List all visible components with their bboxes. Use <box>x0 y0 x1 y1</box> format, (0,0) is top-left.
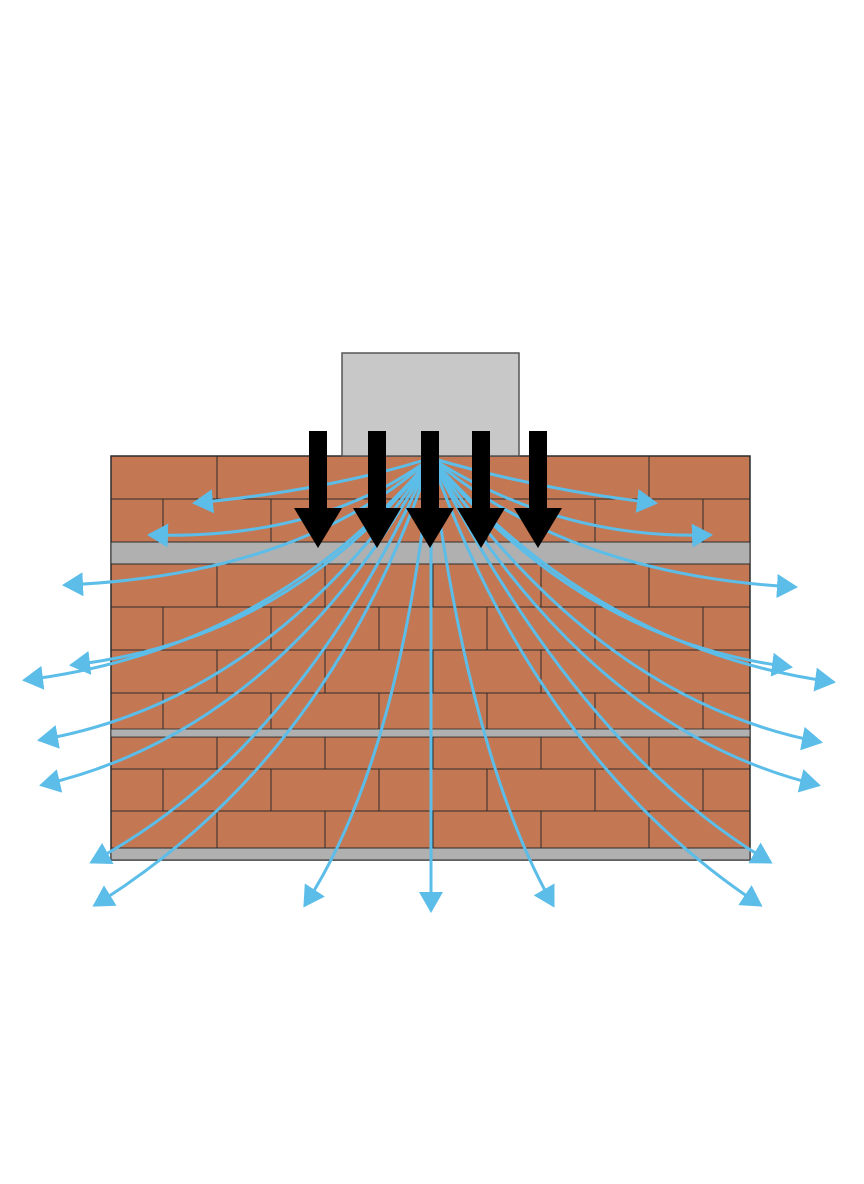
stress-flow-arrow <box>429 456 763 907</box>
stress-flow-arrow <box>89 456 433 865</box>
stress-flow-arrow <box>92 456 433 907</box>
load-arrows <box>294 431 562 548</box>
stress-flow-arrow <box>69 456 433 675</box>
load-arrow <box>457 431 505 548</box>
load-arrow <box>294 431 342 548</box>
stress-flow-arrow <box>429 456 713 548</box>
stress-flow-arrow <box>429 456 773 864</box>
stress-flow-arrow <box>429 456 555 908</box>
load-arrow <box>514 431 562 548</box>
load-arrow <box>406 431 454 548</box>
load-arrow <box>353 431 401 548</box>
stress-flow-arrow <box>429 456 798 599</box>
stress-flow-arrow <box>62 456 433 597</box>
stress-flow-arrow <box>303 456 433 908</box>
